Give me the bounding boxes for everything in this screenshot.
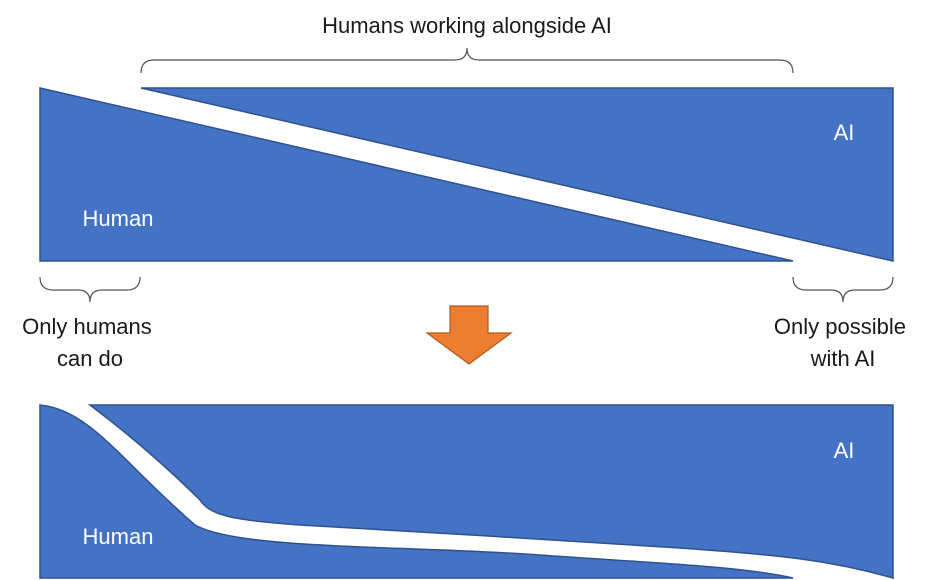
top-human-label: Human	[83, 206, 154, 231]
top-brace	[140, 47, 794, 74]
top-diagram: AI Human	[39, 87, 894, 262]
top-ai-label: AI	[834, 120, 855, 145]
right-brace	[792, 276, 894, 303]
right-brace-label: Only possible with AI	[774, 314, 912, 371]
left-brace	[39, 276, 141, 303]
bottom-ai-shape	[87, 404, 894, 579]
left-brace-label: Only humans can do	[22, 314, 158, 371]
bottom-diagram: AI Human	[39, 404, 894, 579]
bottom-human-label: Human	[83, 524, 154, 549]
left-brace-label-line-1: Only humans	[22, 314, 152, 339]
bottom-ai-label: AI	[834, 438, 855, 463]
left-brace-label-line-2: can do	[57, 346, 123, 371]
bottom-human-shape	[39, 404, 794, 579]
down-arrow-icon	[425, 305, 513, 365]
top-human-shape	[39, 87, 794, 262]
top-brace-label: Humans working alongside AI	[322, 13, 612, 38]
right-brace-label-line-2: with AI	[810, 346, 876, 371]
top-ai-shape	[140, 87, 894, 262]
right-brace-label-line-1: Only possible	[774, 314, 906, 339]
